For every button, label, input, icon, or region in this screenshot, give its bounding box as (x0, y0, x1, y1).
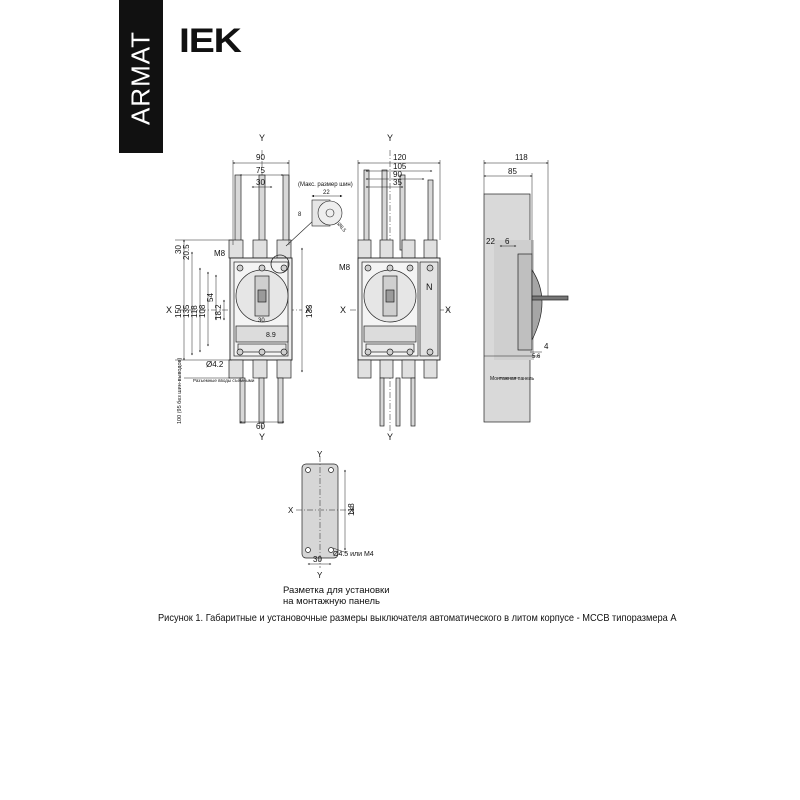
front-dim-30: 30 (256, 178, 265, 187)
front-dim-133: 133 (305, 304, 314, 318)
front-x-left: X (166, 305, 172, 315)
mounting-note-line1: Разметка для установки (283, 585, 390, 596)
front-dim-20-5: 20.5 (182, 244, 191, 260)
mount-y-top: Y (317, 450, 323, 459)
front-dim-118: 118 (190, 305, 199, 318)
front-y-bottom: Y (259, 432, 265, 442)
mount-x-right: X (349, 506, 355, 515)
front-view (178, 150, 302, 430)
mount-dim-30: 30 (313, 555, 322, 564)
front-dim-54: 54 (206, 293, 215, 302)
detail-dim-hole: Ø8.5 (335, 221, 347, 233)
side-dim-4: 4 (544, 342, 549, 351)
front-y-top: Y (259, 133, 265, 143)
front-inner-8-9: 8.9 (266, 332, 276, 339)
front-dim-18-2: 18.2 (214, 304, 223, 320)
front-view-dimensions (175, 160, 303, 423)
iek-logo: IEK (179, 22, 242, 60)
four-dim-105: 105 (393, 162, 407, 171)
four-pole-y-top: Y (387, 133, 393, 143)
side-view (483, 193, 569, 423)
front-hole-dia: Ø4.2 (206, 360, 224, 369)
mount-x-left: X (288, 506, 294, 515)
side-dim-6: 6 (505, 237, 510, 246)
busbar-detail (285, 194, 343, 247)
four-dim-120: 120 (393, 153, 407, 162)
mount-dim-118: 118 (347, 503, 356, 516)
side-dim-118: 118 (515, 153, 528, 162)
side-dim-5-6: 5.6 (532, 354, 541, 360)
four-pole-y-bottom: Y (387, 432, 393, 442)
four-dim-90: 90 (393, 170, 402, 179)
figure-caption: Рисунок 1. Габаритные и установочные раз… (158, 612, 677, 624)
front-dim-90: 90 (256, 153, 265, 162)
four-pole-x-right: X (445, 305, 451, 315)
front-inner-30: 30 (258, 318, 265, 324)
front-dim-60: 60 (256, 422, 265, 431)
front-dim-75: 75 (256, 166, 265, 175)
front-dim-150: 150 (174, 304, 183, 318)
front-dim-135: 135 (182, 304, 191, 318)
small-note-text: Разъемные вводы съемными (193, 378, 255, 383)
front-dim-30-left: 30 (174, 245, 183, 254)
four-dim-35: 35 (393, 178, 402, 187)
four-neutral-n: N (426, 282, 433, 292)
four-pole-view (350, 150, 450, 432)
mounting-note: Разметка для установки на монтажную пане… (283, 585, 390, 607)
side-view-dimensions (483, 160, 549, 379)
front-small-note: Разъемные вводы съемными (193, 378, 255, 383)
detail-dim-8: 8 (298, 212, 302, 218)
side-dim-22: 22 (486, 237, 495, 246)
detail-dim-22: 22 (323, 190, 330, 196)
mounting-template (296, 456, 348, 568)
brand-bar (119, 0, 163, 153)
mount-y-bottom: Y (317, 571, 323, 580)
front-side-note: 100 (95 без шин-выводов) (177, 358, 183, 424)
mount-hole-label: Ø4.5 или M4 (333, 551, 374, 558)
side-dim-85: 85 (508, 167, 517, 176)
four-pole-dimensions (357, 160, 441, 240)
detail-label: (Макс. размер шин) (298, 182, 353, 188)
side-rail-label: Монтажная панель (490, 376, 535, 382)
front-x-right: X (305, 305, 311, 315)
four-pole-x-left: X (340, 305, 346, 315)
front-dim-108: 108 (198, 304, 207, 318)
mounting-note-line2: на монтажную панель (283, 596, 381, 607)
front-bolt-m8: M8 (214, 249, 226, 258)
four-bolt-m8: M8 (339, 263, 351, 272)
